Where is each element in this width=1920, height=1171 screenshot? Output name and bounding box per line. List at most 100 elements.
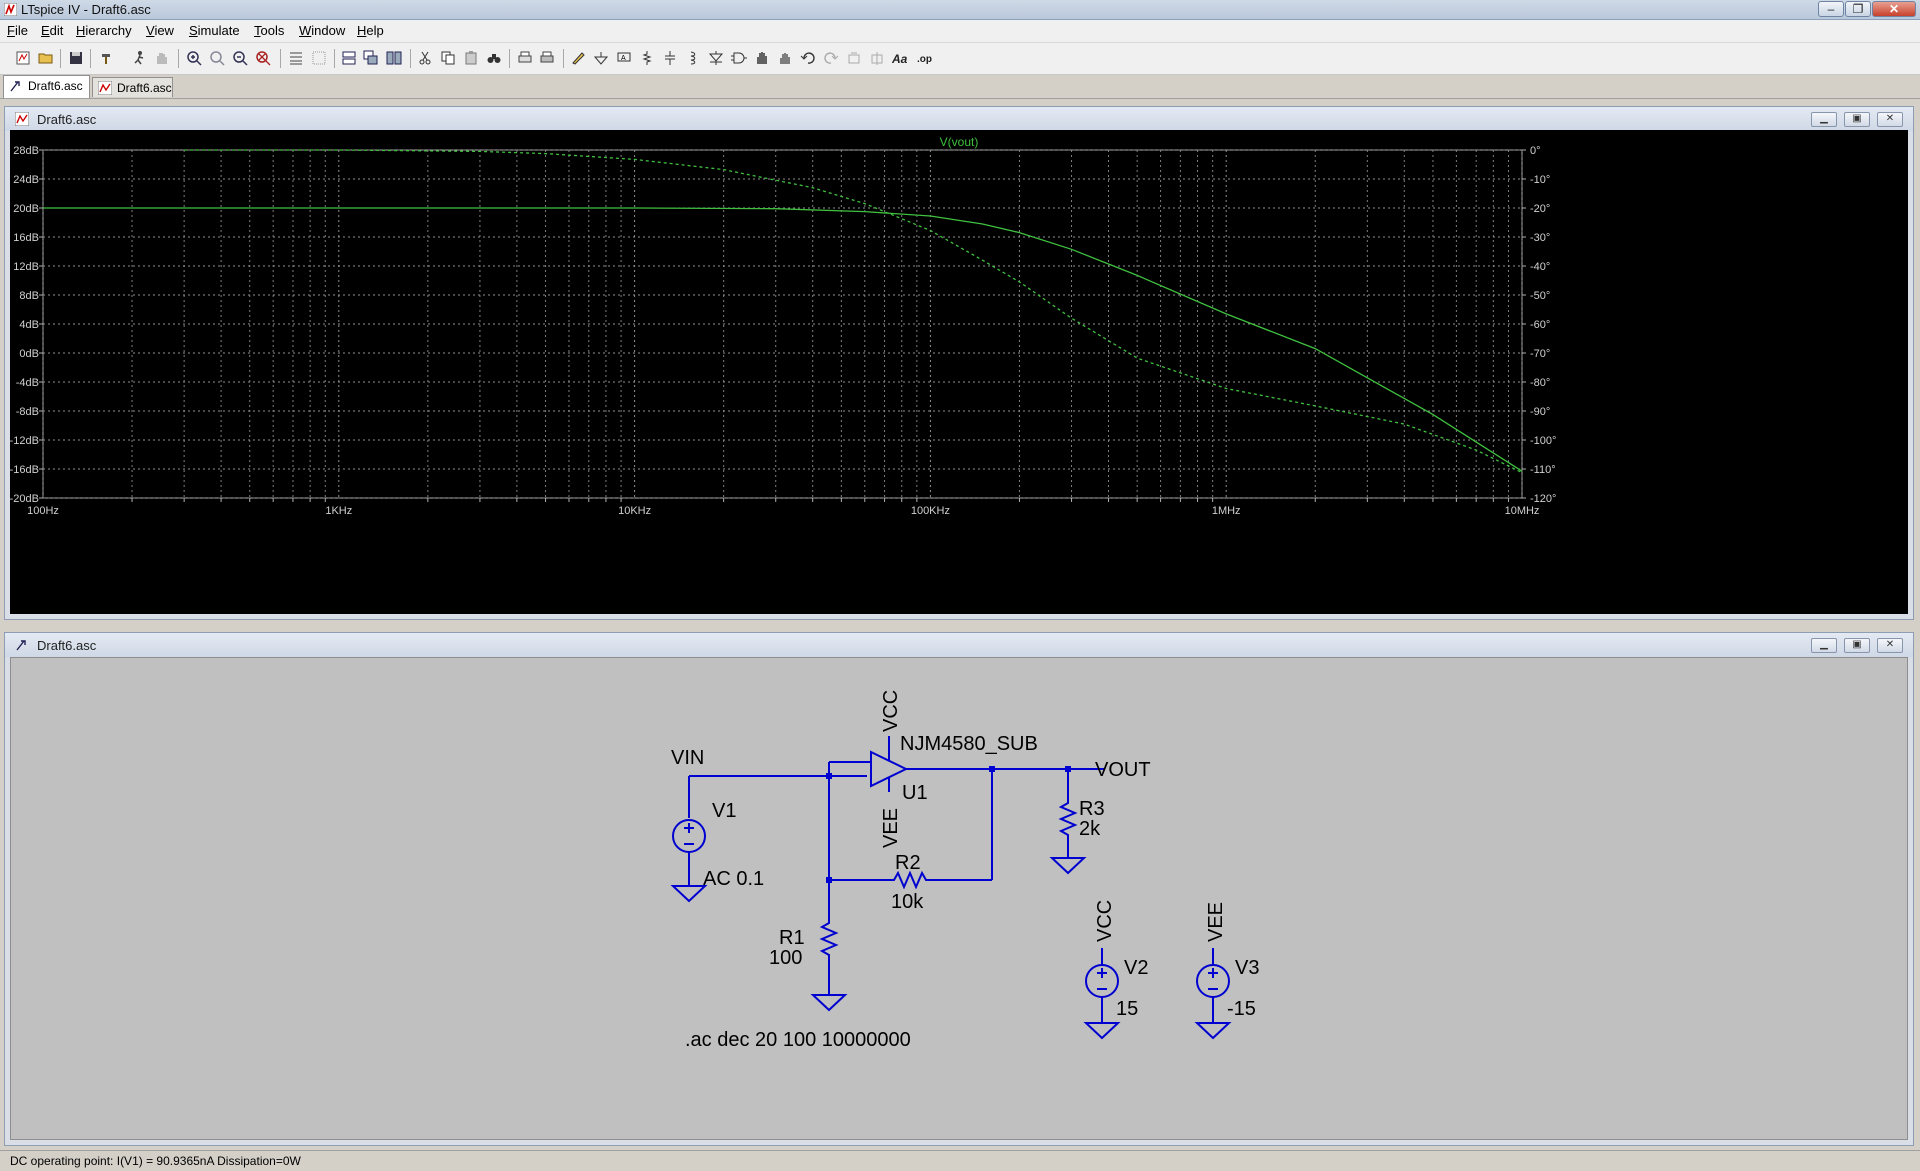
text-aa-icon: Aa: [892, 52, 908, 66]
net-label-vcc-v2[interactable]: VCC: [1094, 900, 1116, 942]
cascade-button[interactable]: [362, 49, 380, 67]
schematic-canvas[interactable]: VIN VOUT VCC VEE NJM4580_SUB U1 V1 AC 0.…: [10, 657, 1908, 1140]
ground-r1[interactable]: [810, 994, 848, 1012]
control-panel-button[interactable]: [98, 49, 116, 67]
menu-file[interactable]: File: [7, 23, 28, 38]
net-label-vee-opamp[interactable]: VEE: [880, 808, 902, 848]
place-ground-button[interactable]: [592, 49, 610, 67]
redo-button[interactable]: [822, 49, 840, 67]
move-button[interactable]: [753, 49, 771, 67]
run-button[interactable]: [130, 49, 148, 67]
resistor-r3[interactable]: [1058, 769, 1078, 858]
mirror-button[interactable]: [868, 49, 886, 67]
v3-value-label[interactable]: -15: [1227, 998, 1256, 1020]
spice-directive-button[interactable]: .op: [915, 49, 933, 67]
open-button[interactable]: [37, 49, 55, 67]
find-button[interactable]: [485, 49, 503, 67]
close-button[interactable]: ✕: [1872, 1, 1916, 17]
ground-r3[interactable]: [1049, 857, 1087, 875]
tab-schematic[interactable]: Draft6.asc: [3, 75, 90, 98]
r3-value-label[interactable]: 2k: [1079, 818, 1101, 840]
label-net-button[interactable]: A: [615, 49, 633, 67]
zoom-in-button[interactable]: [185, 49, 203, 67]
net-label-vin[interactable]: VIN: [671, 747, 704, 769]
r2-name-label[interactable]: R2: [895, 852, 921, 874]
paste-button[interactable]: [462, 49, 480, 67]
waveform-close-button[interactable]: ✕: [1877, 112, 1903, 127]
wire-inverting[interactable]: [828, 761, 871, 880]
opamp-model-label[interactable]: NJM4580_SUB: [900, 733, 1038, 755]
schematic-close-button[interactable]: ✕: [1877, 638, 1903, 653]
menu-simulate[interactable]: Simulate: [189, 23, 240, 38]
menu-window[interactable]: Window: [299, 23, 346, 38]
v1-value-label[interactable]: AC 0.1: [703, 868, 764, 890]
halt-button[interactable]: [153, 49, 171, 67]
svg-text:.op: .op: [917, 54, 932, 65]
r1-value-label[interactable]: 100: [769, 947, 802, 969]
opamp-u1[interactable]: [870, 750, 909, 788]
place-diode-button[interactable]: [707, 49, 725, 67]
place-resistor-button[interactable]: [638, 49, 656, 67]
waveform-maximize-button[interactable]: ▣: [1844, 112, 1870, 127]
text-button[interactable]: Aa: [892, 49, 910, 67]
schematic-minimize-button[interactable]: ▁: [1811, 638, 1837, 653]
menu-help[interactable]: Help: [357, 23, 384, 38]
phase-trace[interactable]: [184, 149, 1523, 474]
waveform-minimize-button[interactable]: ▁: [1811, 112, 1837, 127]
net-label-vout[interactable]: VOUT: [1095, 759, 1151, 781]
print-button[interactable]: [538, 49, 556, 67]
pan-button[interactable]: [208, 49, 226, 67]
trace-label[interactable]: V(vout): [940, 135, 979, 149]
r3-name-label[interactable]: R3: [1079, 798, 1105, 820]
place-inductor-button[interactable]: [684, 49, 702, 67]
opamp-ref-label[interactable]: U1: [902, 782, 928, 804]
spice-directive-ac[interactable]: .ac dec 20 100 10000000: [685, 1029, 911, 1051]
menu-edit[interactable]: Edit: [41, 23, 64, 38]
tile-horizontal-button[interactable]: [340, 49, 358, 67]
zoom-out-button[interactable]: [231, 49, 249, 67]
ground-v1[interactable]: [670, 885, 708, 903]
v2-name-label[interactable]: V2: [1124, 957, 1148, 979]
grid-button[interactable]: [310, 49, 328, 67]
ground-v3[interactable]: [1194, 1022, 1232, 1040]
resistor-r1[interactable]: [819, 880, 839, 995]
v3-name-label[interactable]: V3: [1235, 957, 1259, 979]
menu-hierarchy[interactable]: Hierarchy: [76, 23, 132, 38]
menu-view[interactable]: View: [146, 23, 174, 38]
r2-value-label[interactable]: 10k: [891, 891, 924, 913]
magnitude-trace[interactable]: [43, 207, 1523, 472]
restore-button[interactable]: ❐: [1845, 1, 1871, 17]
v1-name-label[interactable]: V1: [712, 800, 736, 822]
zoom-fit-button[interactable]: [254, 49, 272, 67]
draw-wire-button[interactable]: [569, 49, 587, 67]
y-tick-label: -20dB: [10, 493, 39, 505]
minimize-button[interactable]: –: [1818, 1, 1844, 17]
menu-tools[interactable]: Tools: [254, 23, 285, 38]
paste-icon: [465, 51, 477, 65]
resistor-r2[interactable]: [829, 870, 992, 890]
tab-schematic-label: Draft6.asc: [28, 79, 83, 93]
net-label-vcc-opamp[interactable]: VCC: [880, 690, 902, 732]
copy-button[interactable]: [439, 49, 457, 67]
r1-name-label[interactable]: R1: [779, 927, 805, 949]
ground-v2[interactable]: [1083, 1022, 1121, 1040]
junction-dot: [1065, 766, 1071, 772]
place-component-button[interactable]: [730, 49, 748, 67]
net-label-vee-v3[interactable]: VEE: [1205, 902, 1227, 942]
schematic-maximize-button[interactable]: ▣: [1844, 638, 1870, 653]
tile-vertical-button[interactable]: [385, 49, 403, 67]
v2-value-label[interactable]: 15: [1116, 998, 1138, 1020]
tab-waveform[interactable]: Draft6.asc: [92, 77, 173, 97]
undo-button[interactable]: [799, 49, 817, 67]
print-setup-button[interactable]: [516, 49, 534, 67]
new-schematic-button[interactable]: [14, 49, 32, 67]
tab-waveform-label: Draft6.asc: [117, 81, 172, 95]
drag-button[interactable]: [776, 49, 794, 67]
place-capacitor-button[interactable]: [661, 49, 679, 67]
save-button[interactable]: [67, 49, 85, 67]
cut-button[interactable]: [416, 49, 434, 67]
rotate-button[interactable]: [845, 49, 863, 67]
y-tick-label: 12dB: [13, 261, 39, 273]
autorange-button[interactable]: [287, 49, 305, 67]
